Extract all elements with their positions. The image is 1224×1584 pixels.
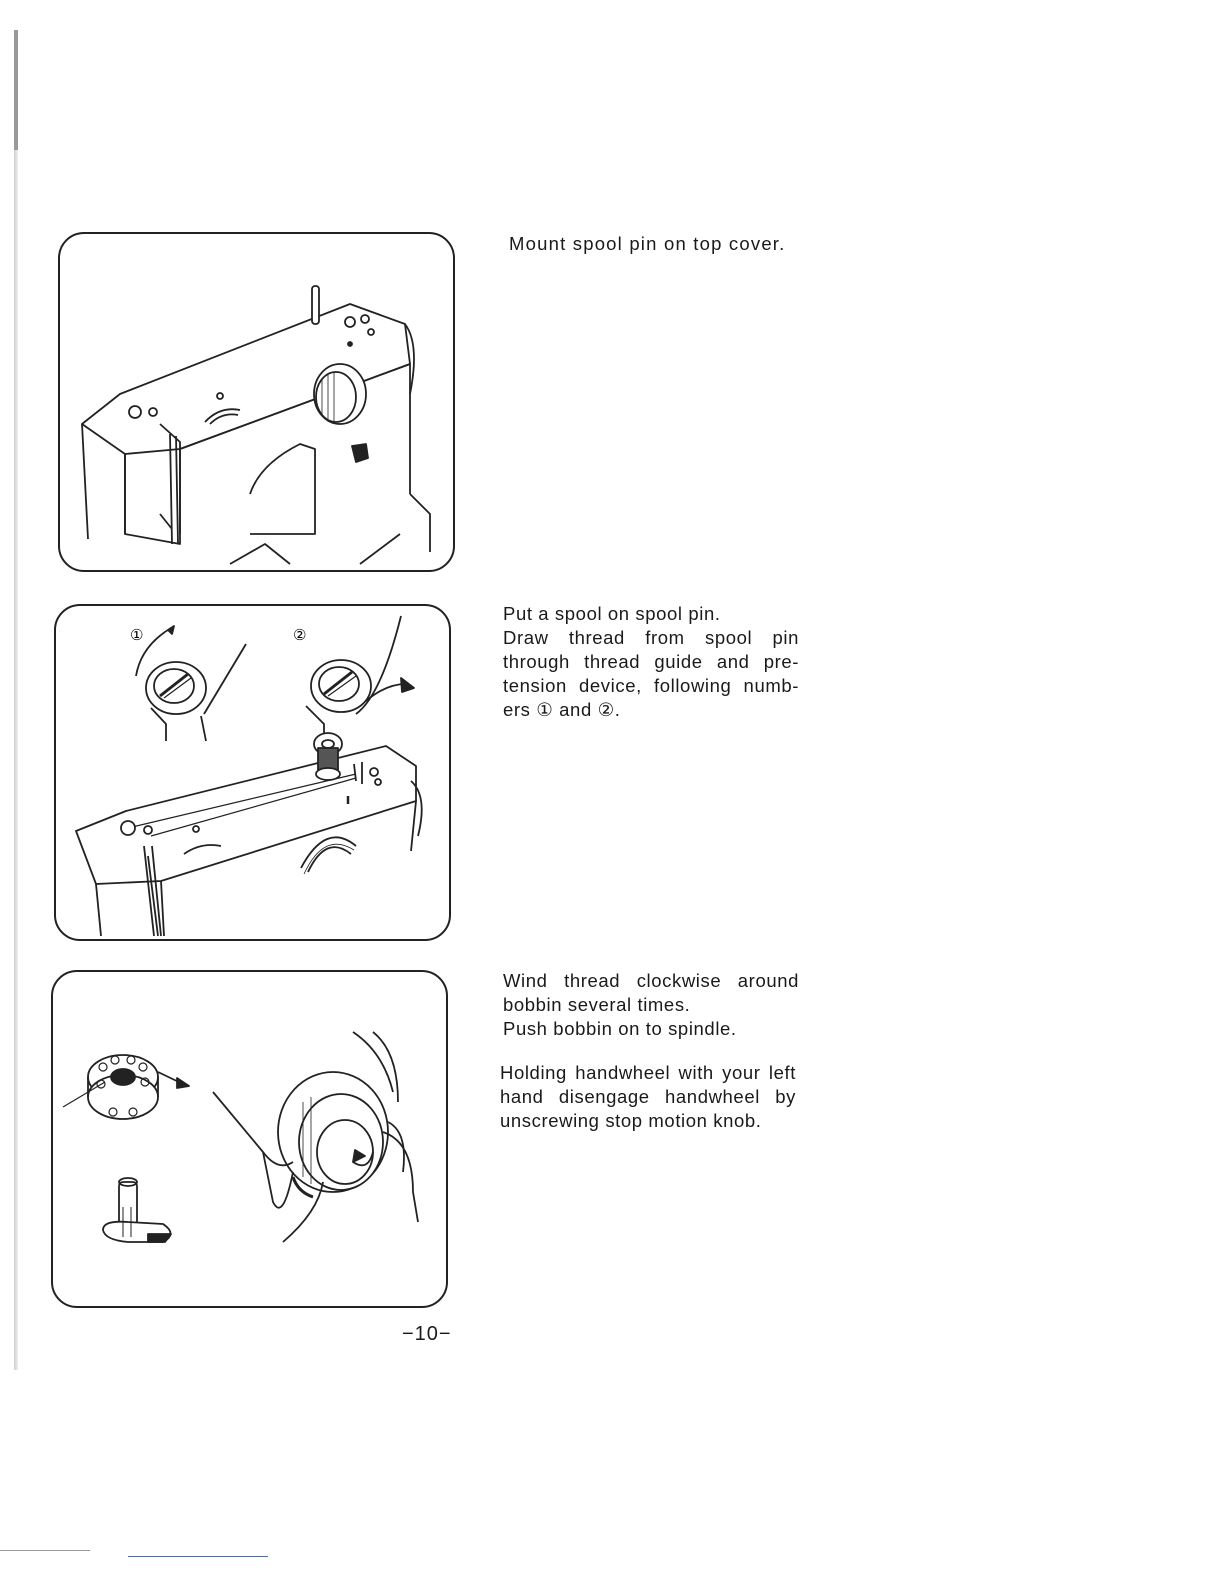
step-4-instructions: Holding handwheel with your left hand di… xyxy=(500,1061,796,1133)
step-4-line: unscrewing stop motion knob. xyxy=(500,1109,796,1133)
scan-artifact-link-line xyxy=(128,1556,268,1557)
scan-artifact-line xyxy=(0,1550,90,1551)
step-2-line: tension device, following numb- xyxy=(503,674,799,698)
step-2-instructions: Put a spool on spool pin. Draw thread fr… xyxy=(503,602,799,722)
sewing-machine-top-drawing xyxy=(60,234,453,570)
thread-path-drawing: ① ② xyxy=(56,606,449,939)
marker-2: ② xyxy=(293,626,306,644)
step-1-instructions: Mount spool pin on top cover. xyxy=(509,232,809,256)
illustration-spool-threading: ① ② xyxy=(54,604,451,941)
illustration-spool-pin-mount xyxy=(58,232,455,572)
bobbin-handwheel-drawing xyxy=(53,972,446,1306)
step-2-line: through thread guide and pre- xyxy=(503,650,799,674)
step-3-instructions: Wind thread clockwise around bobbin seve… xyxy=(503,969,799,1041)
step-2-line: Put a spool on spool pin. xyxy=(503,602,799,626)
step-3-line: bobbin several times. xyxy=(503,993,799,1017)
step-2-line: ers ① and ②. xyxy=(503,698,799,722)
marker-1: ① xyxy=(130,626,143,644)
page-number: −10− xyxy=(402,1323,452,1346)
step-2-line: Draw thread from spool pin xyxy=(503,626,799,650)
scan-edge-dark xyxy=(14,30,18,150)
step-1-line: Mount spool pin on top cover. xyxy=(509,232,809,256)
scan-edge xyxy=(14,30,18,1370)
illustration-bobbin-winding xyxy=(51,970,448,1308)
step-3-line: Wind thread clockwise around xyxy=(503,969,799,993)
step-4-line: hand disengage handwheel by xyxy=(500,1085,796,1109)
step-3-line: Push bobbin on to spindle. xyxy=(503,1017,799,1041)
step-4-line: Holding handwheel with your left xyxy=(500,1061,796,1085)
